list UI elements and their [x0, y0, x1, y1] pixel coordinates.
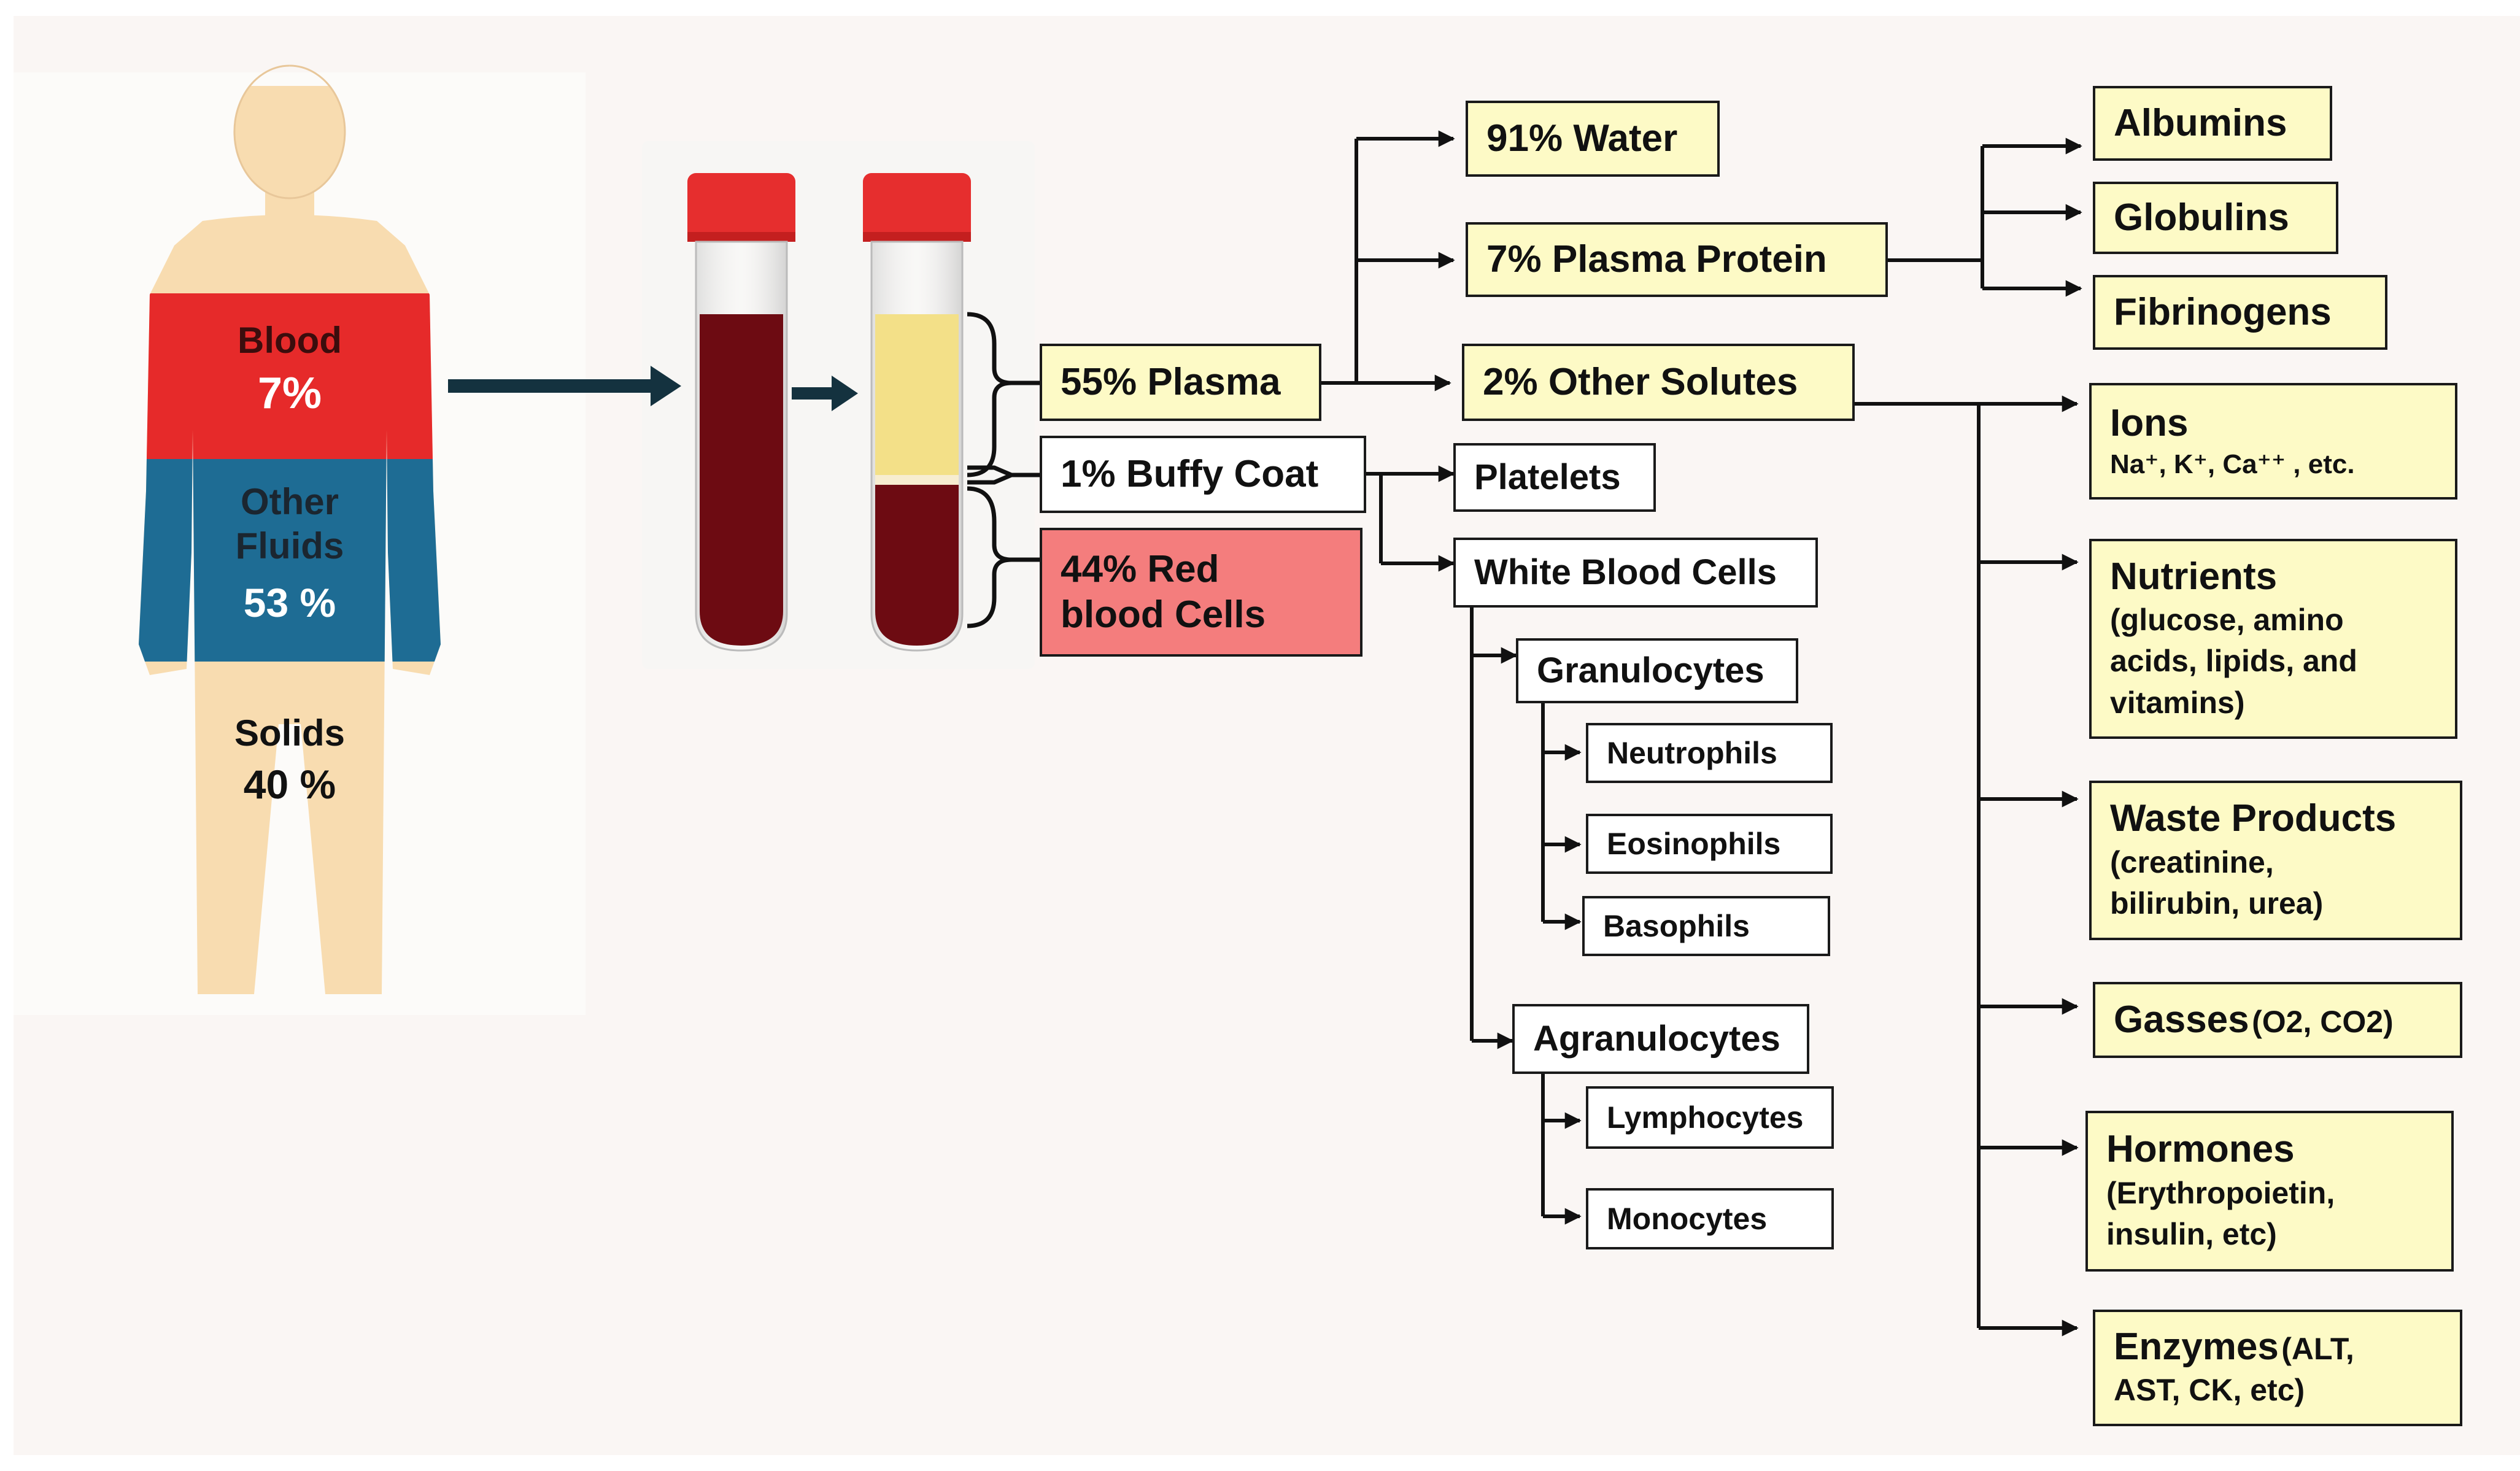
tube-to-tube-arrow	[792, 376, 858, 411]
lymphocytes-box: Lymphocytes	[1586, 1086, 1834, 1149]
blood-value-text: 7%	[257, 369, 322, 418]
gasses-box: Gasses (O2, CO2)	[2093, 982, 2462, 1058]
hormones-box: Hormones (Erythropoietin, insulin, etc)	[2085, 1111, 2454, 1272]
platelets-label: Platelets	[1474, 457, 1621, 498]
monocytes-label: Monocytes	[1607, 1202, 1768, 1236]
separated-blood-tube	[863, 173, 971, 652]
gasses-title: Gasses	[2114, 998, 2249, 1041]
other-fluids-line2: Fluids	[235, 525, 344, 566]
basophils-box: Basophils	[1582, 896, 1830, 956]
enzymes-line2: AST, CK, etc)	[2114, 1373, 2305, 1408]
blood-label: Blood	[228, 319, 351, 361]
other-solutes-label: 2% Other Solutes	[1483, 360, 1798, 403]
waste-line2: bilirubin, urea)	[2110, 886, 2324, 921]
globulins-label: Globulins	[2114, 196, 2289, 239]
whole-blood-tube	[687, 173, 795, 652]
platelets-box: Platelets	[1453, 443, 1656, 512]
tube-braces	[967, 312, 1040, 628]
plasma-protein-box: 7% Plasma Protein	[1466, 222, 1888, 297]
plasma-layer	[875, 314, 959, 475]
nutrients-line1: (glucose, amino	[2110, 602, 2344, 637]
solids-label-text: Solids	[234, 712, 346, 754]
hormones-line2: insulin, etc)	[2106, 1217, 2277, 1252]
enzymes-title: Enzymes	[2114, 1326, 2279, 1369]
agranulocytes-label: Agranulocytes	[1533, 1019, 1780, 1059]
enzymes-detail: (ALT,	[2281, 1332, 2354, 1367]
nutrients-line2: acids, lipids, and	[2110, 644, 2357, 679]
water-box: 91% Water	[1466, 101, 1720, 177]
hormones-line1: (Erythropoietin,	[2106, 1175, 2335, 1210]
albumins-label: Albumins	[2114, 101, 2287, 144]
ions-box: Ions Na⁺, K⁺, Ca⁺⁺ , etc.	[2089, 383, 2457, 500]
plasma-box-label: 55% Plasma	[1061, 360, 1281, 403]
nutrients-title: Nutrients	[2110, 555, 2278, 598]
neutrophils-label: Neutrophils	[1607, 736, 1777, 770]
fibrinogens-box: Fibrinogens	[2093, 275, 2387, 350]
blood-label-text: Blood	[238, 320, 342, 361]
gasses-detail: (O2, CO2)	[2252, 1004, 2394, 1039]
ions-detail: Na⁺, K⁺, Ca⁺⁺ , etc.	[2110, 449, 2355, 479]
plasma-protein-label: 7% Plasma Protein	[1486, 237, 1827, 280]
other-fluids-line1: Other	[240, 481, 339, 522]
blood-value: 7%	[228, 368, 351, 419]
lymphocytes-label: Lymphocytes	[1607, 1100, 1804, 1135]
waste-line1: (creatinine,	[2110, 844, 2274, 879]
hormones-title: Hormones	[2106, 1128, 2295, 1171]
eosinophils-box: Eosinophils	[1586, 814, 1833, 874]
rbc-label-line1: 44% Red	[1061, 547, 1219, 590]
fibrinogens-label: Fibrinogens	[2114, 290, 2332, 333]
blood-band	[139, 293, 441, 459]
basophils-label: Basophils	[1603, 909, 1750, 943]
enzymes-box: Enzymes (ALT, AST, CK, etc)	[2093, 1310, 2462, 1426]
solids-value: 40 %	[216, 761, 363, 808]
water-label: 91% Water	[1486, 117, 1678, 160]
albumins-box: Albumins	[2093, 86, 2332, 161]
ions-title: Ions	[2110, 402, 2189, 445]
wbc-box: White Blood Cells	[1453, 538, 1818, 608]
neutrophils-box: Neutrophils	[1586, 723, 1833, 783]
solids-value-text: 40 %	[243, 762, 336, 807]
plasma-box: 55% Plasma	[1040, 344, 1321, 421]
buffy-coat-label: 1% Buffy Coat	[1061, 452, 1319, 495]
body-to-tube-arrow	[448, 366, 681, 406]
other-solutes-box: 2% Other Solutes	[1462, 344, 1855, 421]
rbc-label-line2: blood Cells	[1061, 593, 1266, 636]
granulocytes-label: Granulocytes	[1537, 651, 1764, 691]
nutrients-line3: vitamins)	[2110, 685, 2245, 720]
eosinophils-label: Eosinophils	[1607, 827, 1781, 861]
buffy-layer	[875, 475, 959, 485]
other-fluids-label: Other Fluids	[216, 480, 363, 568]
other-fluids-value: 53 %	[216, 579, 363, 626]
solids-label: Solids	[216, 712, 363, 754]
waste-products-box: Waste Products (creatinine, bilirubin, u…	[2089, 781, 2462, 940]
globulins-box: Globulins	[2093, 182, 2338, 254]
wbc-label: White Blood Cells	[1474, 552, 1777, 593]
agranulocytes-box: Agranulocytes	[1512, 1004, 1809, 1074]
other-fluids-value-text: 53 %	[243, 580, 336, 625]
nutrients-box: Nutrients (glucose, amino acids, lipids,…	[2089, 539, 2457, 739]
rbc-layer	[875, 485, 959, 646]
monocytes-box: Monocytes	[1586, 1188, 1834, 1249]
granulocytes-box: Granulocytes	[1516, 638, 1798, 703]
buffy-coat-box: 1% Buffy Coat	[1040, 436, 1366, 513]
rbc-box: 44% Red blood Cells	[1040, 528, 1362, 657]
waste-title: Waste Products	[2110, 797, 2397, 840]
